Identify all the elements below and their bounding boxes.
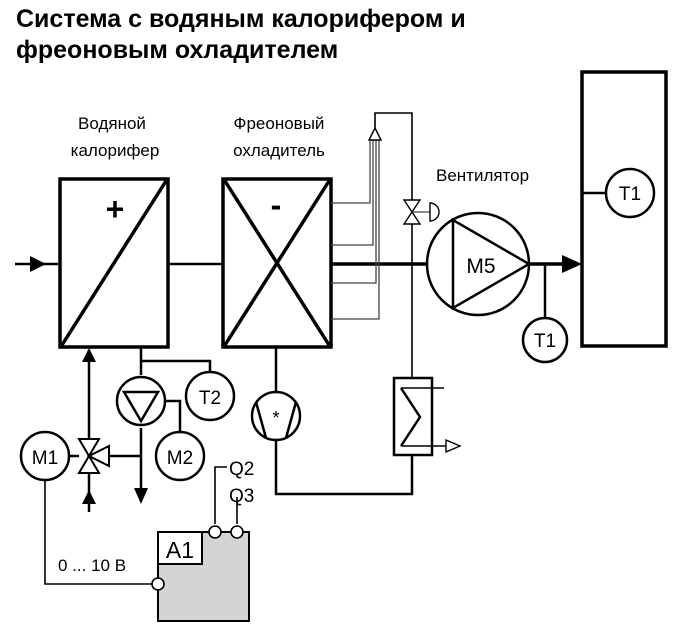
supply-temp-sensor: T1 — [521, 264, 569, 364]
output-q2-wire — [214, 466, 227, 524]
water-heater-label: Водяной калорифер — [71, 114, 160, 160]
pump-motor-label: M2 — [167, 448, 193, 469]
freon-cooler: - — [221, 177, 333, 349]
supply-sensor-label: T1 — [534, 331, 556, 352]
valve-actuator: M1 — [19, 430, 79, 482]
water-heater-label-line2: калорифер — [71, 141, 160, 160]
compressor-mark: * — [272, 408, 279, 428]
pump-motor: M2 — [154, 430, 206, 482]
circulation-pump — [115, 375, 182, 432]
return-sensor-label: T2 — [199, 388, 221, 409]
controller: A1 — [157, 531, 250, 622]
title-line-1: Система с водяным калорифером и — [16, 5, 466, 33]
terminal-q3 — [230, 525, 244, 539]
distributor-arrow-icon — [367, 126, 383, 141]
air-inlet-arrow — [15, 256, 58, 272]
output-q3-label: Q3 — [229, 486, 254, 507]
cooler-minus-sign: - — [271, 187, 282, 223]
three-way-valve — [77, 438, 141, 474]
analog-signal-wire — [44, 480, 158, 585]
water-heater-label-line1: Водяной — [78, 114, 146, 133]
freon-cooler-label-line1: Фреоновый — [234, 114, 325, 133]
fan: M5 — [425, 211, 532, 317]
terminal-analog-out — [151, 577, 165, 591]
fan-label: Вентилятор — [436, 166, 529, 185]
water-supply-line — [82, 348, 96, 512]
freon-distributor — [331, 112, 413, 320]
fan-motor-label: M5 — [466, 255, 495, 278]
terminal-q2 — [208, 525, 222, 539]
compressor: * — [250, 347, 414, 496]
title-line-2: фреоновым охладителем — [16, 36, 339, 64]
analog-signal-label: 0 ... 10 В — [58, 556, 126, 575]
freon-cooler-label-line2: охладитель — [233, 141, 325, 160]
valve-actuator-label: M1 — [32, 448, 58, 469]
return-water-sensor: T2 — [184, 370, 236, 422]
expansion-valve — [402, 199, 440, 225]
output-q2-label: Q2 — [229, 459, 254, 480]
room: T1 — [580, 70, 668, 348]
freon-cooler-label: Фреоновый охладитель — [233, 114, 325, 160]
return-line — [134, 347, 212, 504]
heater-plus-sign: + — [106, 191, 125, 227]
water-heater: + — [58, 177, 170, 349]
supply-air-arrow — [529, 255, 582, 273]
condenser — [392, 376, 462, 457]
diagram-title: Система с водяным калорифером и фреоновы… — [16, 4, 676, 66]
room-sensor-label: T1 — [619, 184, 641, 205]
controller-label: A1 — [166, 537, 194, 563]
